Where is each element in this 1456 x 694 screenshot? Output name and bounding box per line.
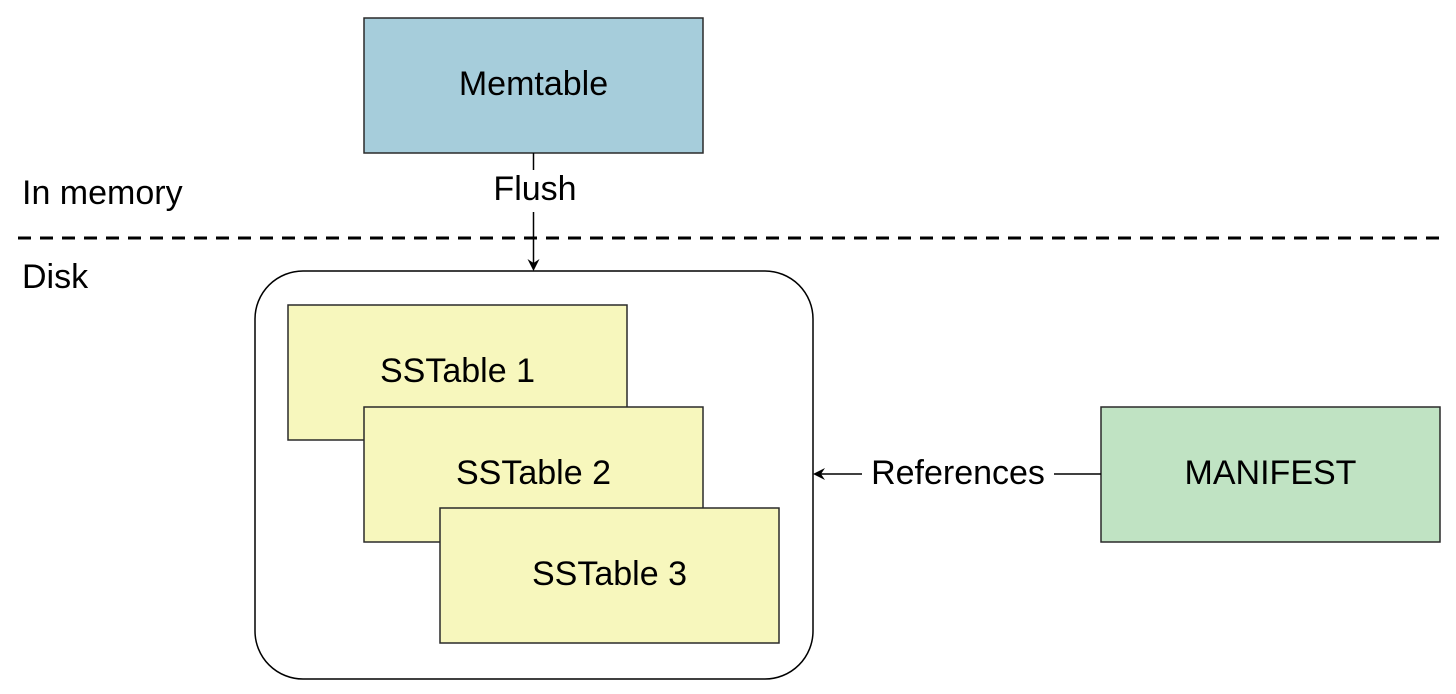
manifest-node: MANIFEST — [1100, 406, 1441, 543]
sstable-1-label: SSTable 1 — [380, 352, 535, 390]
memtable-node: Memtable — [363, 17, 704, 154]
manifest-label: MANIFEST — [1185, 454, 1357, 492]
flush-label: Flush — [493, 170, 576, 208]
memtable-box — [363, 17, 704, 154]
sstable-3-box — [439, 507, 780, 644]
sstable-3-label: SSTable 3 — [532, 555, 687, 593]
sstable-2-label: SSTable 2 — [456, 454, 611, 492]
references-label: References — [871, 454, 1045, 492]
memtable-label: Memtable — [459, 65, 608, 103]
sstable-3-node: SSTable 3 — [439, 507, 780, 644]
manifest-box — [1100, 406, 1441, 543]
in-memory-label: In memory — [22, 174, 183, 212]
disk-label: Disk — [22, 258, 89, 296]
